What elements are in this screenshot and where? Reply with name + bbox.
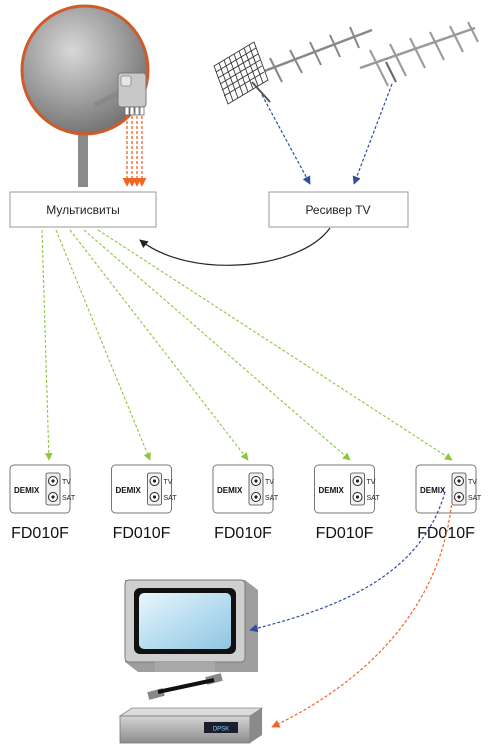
coax-pin-icon <box>51 495 55 499</box>
multiswitch-label: Мультисвиты <box>46 203 120 217</box>
receiver-to-multiswitch-arrow <box>139 227 331 266</box>
socket-brand: DEMIX <box>116 486 142 495</box>
socket-sat-label: SAT <box>164 495 178 502</box>
coax-pin-icon <box>457 495 461 499</box>
socket-tv-label: TV <box>164 479 173 486</box>
wall-socket: DEMIX TV SAT FD010F <box>314 464 381 542</box>
socket-tv-label: TV <box>62 479 71 486</box>
antenna-cables <box>261 83 393 185</box>
socket-model-label: FD010F <box>214 525 272 542</box>
set-top-box-display: DPSK <box>213 727 229 733</box>
receiver-box: Ресивер TV <box>268 191 409 228</box>
terrestrial-antenna-icon <box>213 26 373 105</box>
socket-brand: DEMIX <box>420 486 446 495</box>
socket-sat-label: SAT <box>468 495 482 502</box>
tv-cables <box>249 491 453 728</box>
satellite-dish-icon <box>20 4 150 187</box>
terrestrial-antenna-2-icon <box>359 21 479 87</box>
multiswitch-box: Мультисвиты <box>9 191 157 228</box>
socket-brand: DEMIX <box>319 486 345 495</box>
socket-model-label: FD010F <box>113 525 171 542</box>
socket-brand: DEMIX <box>217 486 243 495</box>
wall-socket: DEMIX TV SAT FD010F <box>415 464 482 542</box>
set-top-box-icon: DPSK <box>118 707 264 744</box>
coax-pin-icon <box>254 495 258 499</box>
socket-tv-label: TV <box>468 479 477 486</box>
socket-model-label: FD010F <box>417 525 475 542</box>
socket-brand: DEMIX <box>14 486 40 495</box>
wall-socket: DEMIX TV SAT FD010F <box>212 464 279 542</box>
coax-pin-icon <box>457 479 461 483</box>
lnb-cables <box>122 116 147 187</box>
sockets-row: DEMIX TV SAT FD010F DEMIX TV SAT FD010F DEMIX TV S… <box>9 464 482 542</box>
wall-socket: DEMIX TV SAT FD010F <box>9 464 76 542</box>
wall-socket: DEMIX TV SAT FD010F <box>111 464 178 542</box>
socket-sat-label: SAT <box>367 495 381 502</box>
coax-pin-icon <box>355 479 360 483</box>
distribution-cables <box>41 229 453 461</box>
socket-sat-label: SAT <box>62 495 76 502</box>
coax-pin-icon <box>51 479 55 483</box>
coax-pin-icon <box>254 479 258 483</box>
coax-pin-icon <box>152 495 157 499</box>
socket-tv-label: TV <box>265 479 274 486</box>
socket-model-label: FD010F <box>11 525 69 542</box>
socket-tv-label: TV <box>367 479 376 486</box>
socket-sat-label: SAT <box>265 495 279 502</box>
tv-icon <box>124 579 258 700</box>
socket-model-label: FD010F <box>316 525 374 542</box>
receiver-label: Ресивер TV <box>305 203 370 217</box>
coax-pin-icon <box>152 479 157 483</box>
coax-pin-icon <box>355 495 360 499</box>
